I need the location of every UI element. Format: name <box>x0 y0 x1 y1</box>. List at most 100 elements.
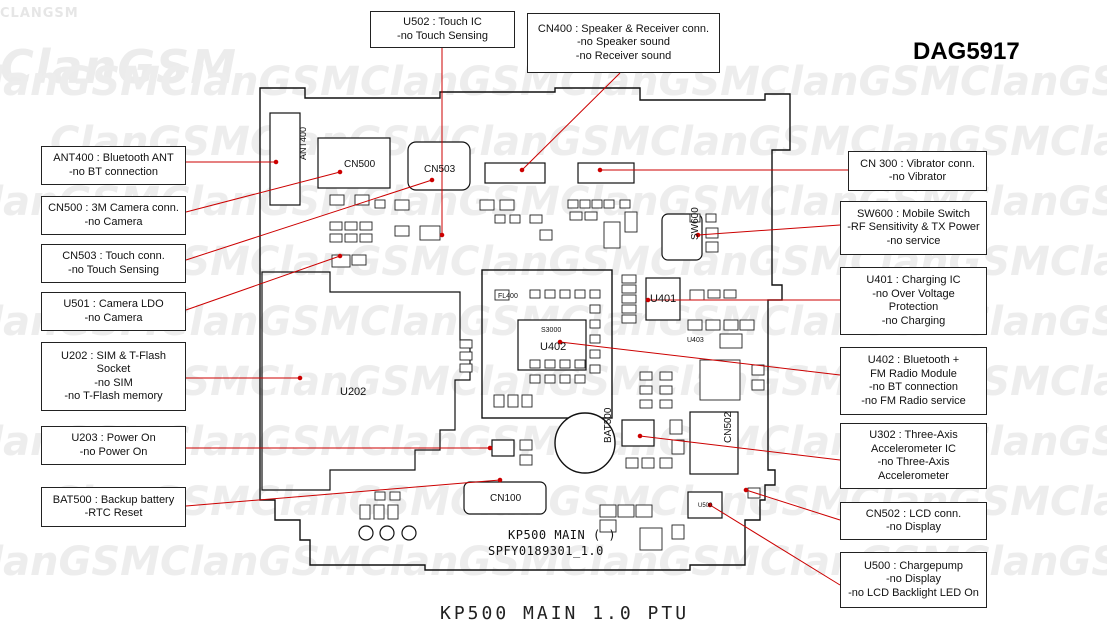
smd-component <box>459 363 473 373</box>
watermark-text: ClanGSM <box>160 539 360 585</box>
smd-component <box>617 504 635 518</box>
u203-part <box>491 439 515 457</box>
smd-component <box>671 524 685 540</box>
smd-component <box>659 457 673 469</box>
callout-line: U500 : Chargepump <box>863 559 964 572</box>
callout-line: -no BT connection <box>68 165 159 178</box>
u302-part <box>621 419 655 447</box>
smd-component <box>479 199 495 211</box>
label-s3000: S3000 <box>541 327 561 334</box>
callout-u202: U202 : SIM & T-Flash Socket -no SIM -no … <box>41 342 186 411</box>
callout-cn500: CN500 : 3M Camera conn. -no Camera <box>41 196 186 235</box>
callout-u302: U302 : Three-Axis Accelerometer IC -no T… <box>840 423 987 489</box>
u500-part <box>687 491 723 519</box>
smd-component <box>723 319 739 331</box>
smd-component <box>589 334 601 344</box>
cn503-part <box>407 141 471 191</box>
callout-line: -RF Sensitivity & TX Power <box>847 221 980 234</box>
smd-component <box>559 359 571 369</box>
smd-component <box>459 351 473 361</box>
callout-line: -RTC Reset <box>84 507 143 519</box>
callout-line: -no BT connection <box>868 381 959 393</box>
smd-component <box>639 527 663 551</box>
callout-ant400: ANT400 : Bluetooth ANT -no BT connection <box>41 146 186 185</box>
smd-component <box>579 199 591 209</box>
smd-component <box>621 314 637 324</box>
label-u402: U402 <box>540 341 566 353</box>
watermark-text: ClanGSM <box>250 359 450 405</box>
smd-component <box>705 213 717 223</box>
callout-line: Accelerometer IC <box>871 442 956 455</box>
smd-component <box>329 194 345 206</box>
u202-outline <box>261 271 471 491</box>
callout-line: -no Over Voltage <box>872 287 955 300</box>
smd-component <box>621 294 637 304</box>
callout-line: -no Vibrator <box>888 171 947 183</box>
callout-u500: U500 : Chargepump -no Display -no LCD Ba… <box>840 552 987 608</box>
smd-component <box>707 289 721 299</box>
smd-component <box>659 385 673 395</box>
callout-line: -no Receiver sound <box>575 49 672 62</box>
label-fl400: FL400 <box>498 293 518 300</box>
smd-component <box>603 221 621 249</box>
callout-line: SW600 : Mobile Switch <box>856 207 971 220</box>
smd-component <box>624 211 638 233</box>
callout-line: -no service <box>886 234 941 247</box>
smd-component <box>589 364 601 374</box>
test-point <box>401 525 417 541</box>
smd-component <box>584 211 598 221</box>
smd-component <box>344 233 358 243</box>
smd-component <box>621 274 637 284</box>
smd-component <box>574 359 586 369</box>
callout-u402: U402 : Bluetooth + FM Radio Module -no B… <box>840 347 987 415</box>
smd-component <box>639 371 653 381</box>
callout-line: -no FM Radio service <box>861 394 966 407</box>
callout-line: U402 : Bluetooth + <box>867 354 960 366</box>
smd-component <box>344 221 358 231</box>
smd-component <box>519 454 533 466</box>
callout-cn502: CN502 : LCD conn. -no Display <box>840 502 987 540</box>
watermark-text: ClanGSM <box>760 59 960 105</box>
smd-component <box>641 457 655 469</box>
smd-component <box>359 221 373 231</box>
smd-component <box>705 227 719 239</box>
callout-line: -no Charging <box>881 314 946 327</box>
callout-line: -no LCD Backlight LED On <box>848 586 979 599</box>
smd-component <box>574 374 586 384</box>
smd-component <box>739 319 755 331</box>
callout-line: Socket <box>96 363 131 375</box>
smd-component <box>359 233 373 243</box>
callout-sw600: SW600 : Mobile Switch -RF Sensitivity & … <box>840 201 987 255</box>
label-cn503: CN503 <box>424 164 456 175</box>
smd-component <box>599 519 617 533</box>
callout-line: ANT400 : Bluetooth ANT <box>53 152 174 164</box>
callout-u401: U401 : Charging IC -no Over Voltage Prot… <box>840 267 987 335</box>
watermark-text: ClanGSM <box>250 479 450 525</box>
watermark-text: ClanGSM <box>650 479 850 525</box>
callout-line: U202 : SIM & T-Flash <box>61 349 166 362</box>
callout-cn400: CN400 : Speaker & Receiver conn. -no Spe… <box>527 13 720 73</box>
smd-component <box>705 319 721 331</box>
smd-component <box>689 213 701 223</box>
smd-component <box>351 254 367 266</box>
smd-component <box>669 419 683 435</box>
smd-component <box>589 319 601 329</box>
smd-component <box>723 289 737 299</box>
pcb-outline <box>259 87 791 571</box>
test-point <box>379 525 395 541</box>
callout-line: CN 300 : Vibrator conn. <box>860 157 975 170</box>
smd-component <box>589 304 601 314</box>
board-name-line2: SPFY0189301_1.0 <box>488 544 604 558</box>
smd-component <box>354 194 370 206</box>
callout-cn300: CN 300 : Vibrator conn. -no Vibrator <box>848 151 987 191</box>
watermark-text: ClanGSM <box>960 59 1107 105</box>
smd-component <box>621 304 637 314</box>
bat500-part <box>554 412 616 474</box>
smd-component <box>521 394 533 408</box>
smd-component <box>574 289 586 299</box>
callout-u502: U502 : Touch IC -no Touch Sensing <box>370 11 515 48</box>
label-cn100: CN100 <box>490 493 522 504</box>
smd-component <box>509 214 521 224</box>
callout-line: U302 : Three-Axis <box>869 429 958 441</box>
model-code: DAG5917 <box>913 38 1020 65</box>
